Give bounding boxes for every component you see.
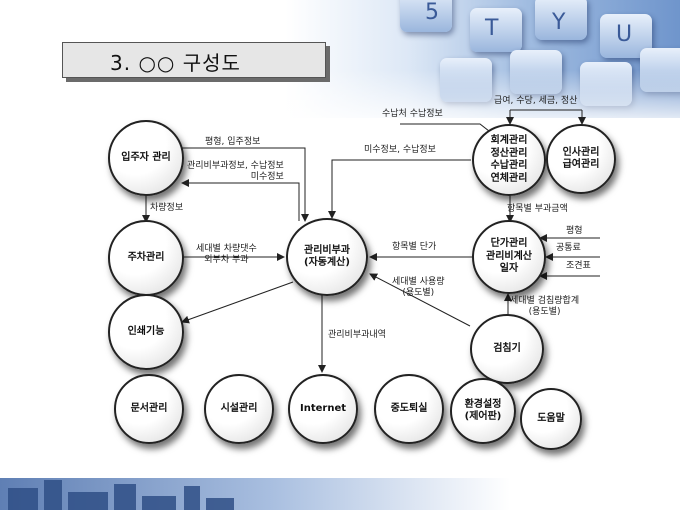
keyboard-key-decoration <box>470 8 522 52</box>
header-banner: 5 T Y U <box>0 0 680 130</box>
building-decoration <box>142 496 176 510</box>
label-item-amount: 항목별 부과금액 <box>507 204 568 214</box>
keyboard-glyph: U <box>616 22 633 47</box>
label-payroll: 급여, 수당, 세금, 정산 <box>494 96 578 106</box>
node-print-function: 인쇄기능 <box>108 294 184 370</box>
banner-fade <box>0 70 680 130</box>
node-parking-mgmt: 주차관리 <box>108 220 184 296</box>
building-decoration <box>184 486 200 510</box>
keyboard-glyph: T <box>485 16 499 41</box>
keyboard-glyph: Y <box>552 10 566 35</box>
node-document-mgmt: 문서관리 <box>114 374 184 444</box>
node-hr-payroll: 인사관리 급여관리 <box>546 124 616 194</box>
keyboard-glyph: 5 <box>425 0 439 25</box>
keyboard-key-decoration <box>535 0 587 40</box>
edge-accounting-to-billing <box>328 159 471 219</box>
edge-billing-to-print <box>181 281 294 324</box>
label-common-fee: 공통료 <box>556 243 581 253</box>
building-decoration <box>68 492 108 510</box>
node-billing-auto-calc: 관리비부과 (자동계산) <box>286 218 368 296</box>
node-move-out: 중도퇴실 <box>374 374 444 444</box>
label-payee-info: 수납처 수납정보 <box>382 109 443 119</box>
keyboard-key-decoration <box>400 0 452 32</box>
label-area: 평형 <box>566 226 583 236</box>
page-title: 3. ○○ 구성도 <box>110 51 241 75</box>
node-accounting: 회계관리 정산관리 수납관리 연체관리 <box>472 124 546 196</box>
node-meter: 검침기 <box>470 314 544 384</box>
node-resident-mgmt: 입주자 관리 <box>108 120 184 196</box>
label-area-resident-info: 평형, 입주정보 <box>205 137 261 147</box>
building-decoration <box>206 498 234 510</box>
label-vehicle-info: 차량정보 <box>150 203 184 213</box>
edge-meter-to-billing <box>369 273 471 327</box>
label-household-cars: 세대별 차량댓수 외부차 부과 <box>196 244 257 265</box>
footer-cityscape <box>0 478 680 510</box>
label-billing-detail: 관리비부과내역 <box>328 330 386 340</box>
title-box <box>62 42 326 78</box>
building-decoration <box>8 488 38 510</box>
label-billing-payment-info: 관리비부과정보, 수납정보 미수정보 <box>187 161 284 182</box>
edge-resident-to-billing <box>182 147 309 222</box>
node-facility-mgmt: 시설관리 <box>204 374 274 444</box>
node-internet: Internet <box>288 374 358 444</box>
label-household-usage: 세대별 사용량 (용도별) <box>392 277 445 298</box>
edge-billing-to-resident <box>181 179 300 221</box>
building-decoration <box>114 484 136 510</box>
label-meter-total: 세대별 검침량합계 (용도별) <box>510 296 580 317</box>
node-environment-settings: 환경설정 (제어판) <box>450 378 516 444</box>
label-adjustment-table: 조견표 <box>566 261 591 271</box>
building-decoration <box>44 480 62 510</box>
node-help: 도움말 <box>520 388 582 450</box>
label-unpaid-payment-info: 미수정보, 수납정보 <box>364 145 436 155</box>
node-unit-price-mgmt: 단가관리 관리비계산 일자 <box>472 220 546 294</box>
label-item-unit-price: 항목별 단가 <box>392 242 437 252</box>
